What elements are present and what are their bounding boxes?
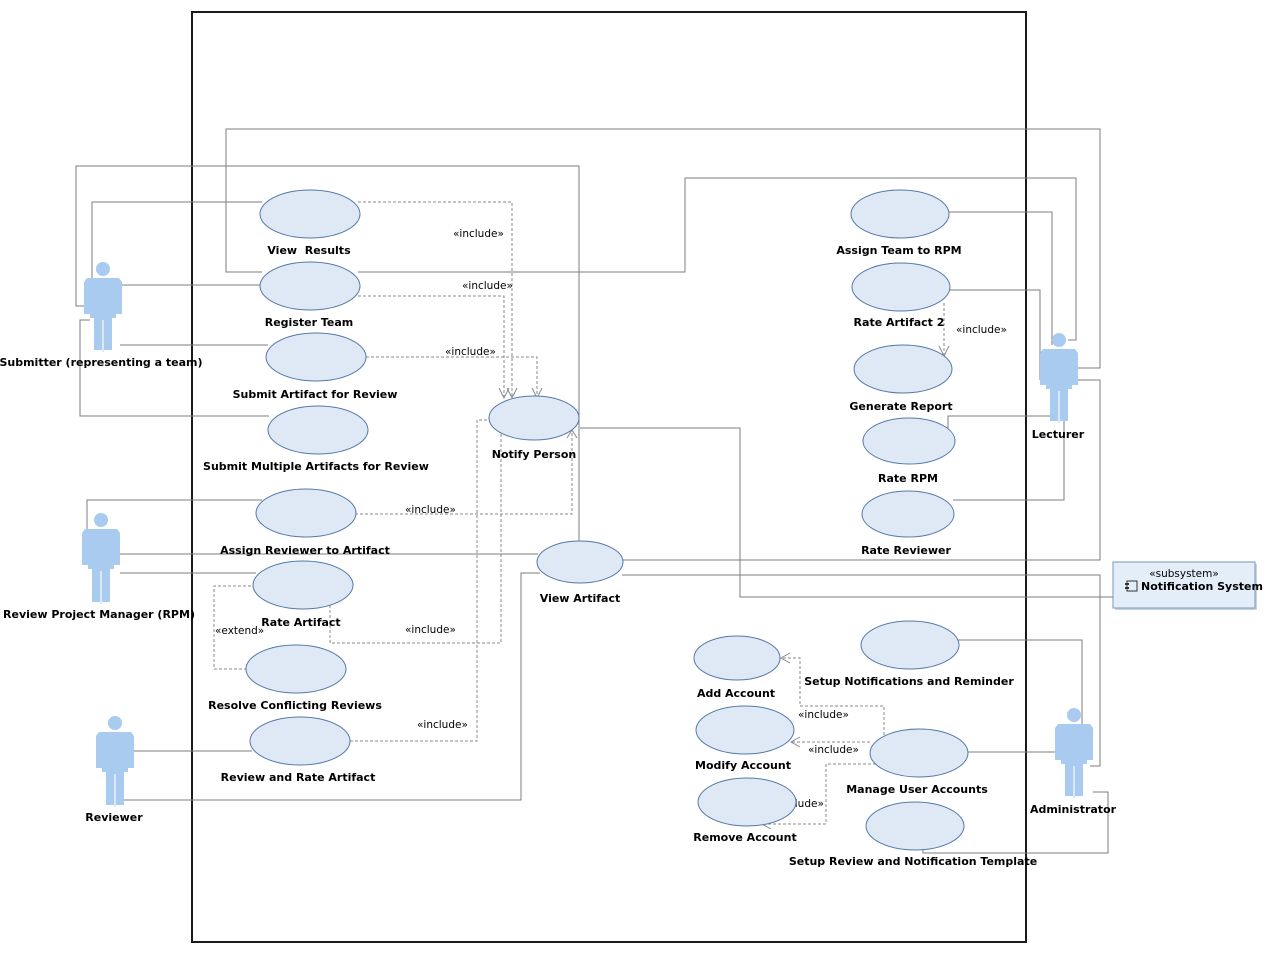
use-case-assign-team-rpm[interactable]: Assign Team to RPM (836, 189, 962, 257)
person-icon (84, 262, 122, 352)
use-case-label: Remove Account (693, 831, 796, 844)
include-label: «include» (445, 346, 496, 358)
use-case-label: Rate RPM (878, 472, 938, 485)
actor-label: Review Project Manager (RPM) (3, 608, 195, 621)
use-case-rate-rpm[interactable]: Rate RPM (862, 417, 956, 485)
use-case-label: Add Account (697, 687, 775, 700)
use-case-review-and-rate[interactable]: Review and Rate Artifact (221, 716, 376, 784)
use-case-register-team[interactable]: Register Team (259, 261, 361, 329)
component-icon (1125, 580, 1138, 592)
subsystem-name: Notification System (1141, 580, 1263, 593)
use-case-rate-reviewer[interactable]: Rate Reviewer (861, 490, 955, 557)
use-case-view-results[interactable]: View Results (259, 189, 361, 257)
include-label: «include» (417, 719, 468, 731)
use-case-generate-report[interactable]: Generate Report (849, 344, 953, 413)
system-boundary (191, 11, 1027, 943)
actor-label: Lecturer (1032, 428, 1085, 441)
actor-label: Administrator (1030, 803, 1117, 816)
person-icon (82, 513, 120, 604)
use-case-label: Notify Person (492, 448, 576, 461)
actor-administrator[interactable]: Administrator (1030, 708, 1117, 816)
use-case-label: View Results (267, 244, 351, 257)
actor-submitter[interactable]: Submitter (representing a team) (0, 262, 203, 369)
include-label: «include» (798, 709, 849, 721)
include-label: «include» (956, 324, 1007, 336)
include-label: «include» (405, 504, 456, 516)
include-label: «include» (453, 228, 504, 240)
use-case-label: Assign Team to RPM (836, 244, 961, 257)
actor-reviewer[interactable]: Reviewer (85, 716, 143, 824)
use-case-rate-artifact[interactable]: Rate Artifact (252, 560, 354, 629)
actor-label: Reviewer (85, 811, 143, 824)
use-case-setup-review-template[interactable]: Setup Review and Notification Template (789, 801, 1037, 868)
include-label: «include» (808, 744, 859, 756)
use-case-submit-artifact[interactable]: Submit Artifact for Review (233, 332, 398, 401)
use-case-add-account[interactable]: Add Account (693, 635, 781, 700)
use-case-label: Rate Artifact 2 (854, 316, 945, 329)
use-case-label: Submit Artifact for Review (233, 388, 398, 401)
actor-lecturer[interactable]: Lecturer (1032, 333, 1085, 441)
subsystem-stereotype: «subsystem» (1149, 568, 1219, 580)
person-icon (1040, 333, 1078, 423)
use-case-modify-account[interactable]: Modify Account (695, 705, 795, 772)
use-case-label: View Artifact (540, 592, 621, 605)
include-label: «include» (462, 280, 513, 292)
use-case-label: Rate Artifact (261, 616, 340, 629)
use-case-submit-multiple[interactable]: Submit Multiple Artifacts for Review (203, 405, 429, 473)
person-icon (96, 716, 134, 807)
use-case-assign-reviewer[interactable]: Assign Reviewer to Artifact (220, 488, 390, 557)
use-case-label: Setup Review and Notification Template (789, 855, 1037, 868)
include-label: «include» (405, 624, 456, 636)
use-case-setup-notifications[interactable]: Setup Notifications and Reminder (804, 620, 1014, 688)
use-case-label: Submit Multiple Artifacts for Review (203, 460, 429, 473)
use-case-label: Modify Account (695, 759, 791, 772)
use-case-label: Resolve Conflicting Reviews (208, 699, 382, 712)
use-case-label: Review and Rate Artifact (221, 771, 376, 784)
use-case-label: Setup Notifications and Reminder (804, 675, 1014, 688)
subsystem-notification-system[interactable]: «subsystem» Notification System (1112, 561, 1263, 610)
use-case-label: Register Team (265, 316, 353, 329)
use-case-label: Assign Reviewer to Artifact (220, 544, 390, 557)
use-case-label: Manage User Accounts (846, 783, 988, 796)
stereotype-labels: «include» «include» «include» «include» … (215, 228, 1007, 810)
use-case-manage-user-accounts[interactable]: Manage User Accounts (846, 728, 988, 796)
use-case-label: Rate Reviewer (861, 544, 951, 557)
use-case-remove-account[interactable]: Remove Account (693, 777, 797, 844)
use-case-view-artifact[interactable]: View Artifact (536, 540, 624, 605)
actor-label: Submitter (representing a team) (0, 356, 203, 369)
use-case-resolve-conflicting[interactable]: Resolve Conflicting Reviews (208, 644, 382, 712)
use-case-label: Generate Report (849, 400, 952, 413)
actor-rpm[interactable]: Review Project Manager (RPM) (3, 513, 195, 621)
person-icon (1055, 708, 1093, 798)
extend-label: «extend» (215, 625, 264, 637)
use-case-rate-artifact-2[interactable]: Rate Artifact 2 (851, 262, 951, 329)
use-case-notify-person[interactable]: Notify Person (488, 395, 580, 461)
